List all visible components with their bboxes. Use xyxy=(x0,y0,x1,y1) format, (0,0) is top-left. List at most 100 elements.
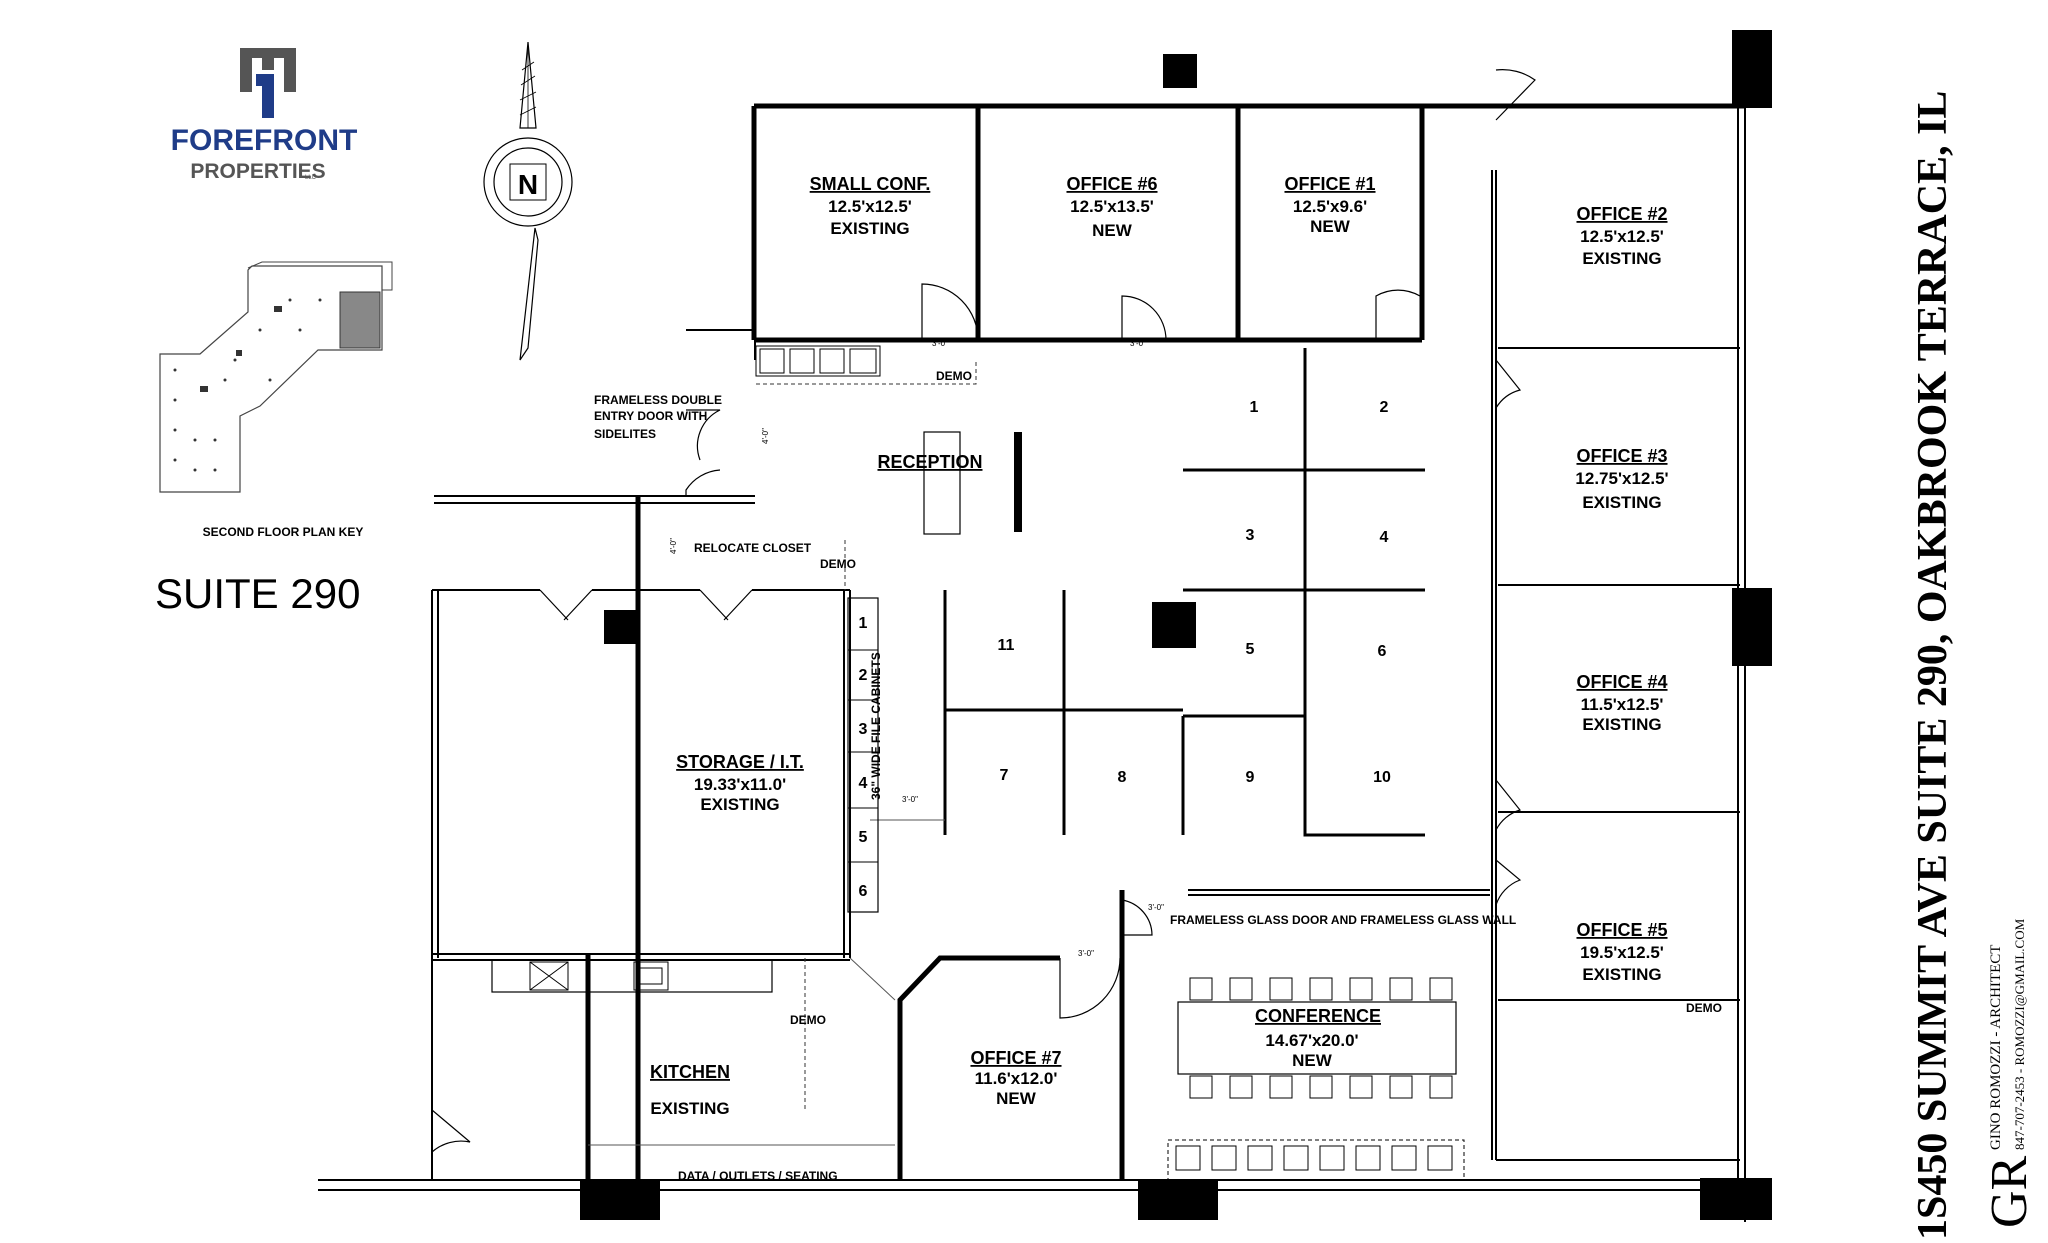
dimension-label: 3'-0" xyxy=(1148,903,1164,912)
demo-note: DEMO xyxy=(790,1013,826,1027)
workstation-number: 8 xyxy=(1118,769,1127,786)
entry-note-line3: SIDELITES xyxy=(594,427,656,441)
room-office-4: OFFICE #4 11.5'x12.5' EXISTING xyxy=(1576,672,1667,734)
room-status: NEW xyxy=(1092,221,1133,240)
workstation-number: 2 xyxy=(1380,399,1389,416)
room-status: EXISTING xyxy=(1582,965,1661,984)
room-name: OFFICE #6 xyxy=(1066,174,1157,194)
project-title: 1S450 SUMMIT AVE SUITE 290, OAKBROOK TER… xyxy=(1910,91,1956,1240)
room-status: NEW xyxy=(1310,217,1351,236)
cabinet-number: 3 xyxy=(859,721,868,738)
room-name: OFFICE #1 xyxy=(1284,174,1375,194)
room-office-1: OFFICE #1 12.5'x9.6' NEW xyxy=(1284,174,1375,236)
architect-name: GINO ROMOZZI - ARCHITECT xyxy=(1988,945,2004,1150)
room-size: 12.5'x13.5' xyxy=(1070,197,1154,216)
room-office-6: OFFICE #6 12.5'x13.5' NEW xyxy=(1066,174,1157,240)
room-size: 19.33'x11.0' xyxy=(694,775,786,794)
column-block xyxy=(1152,602,1196,648)
workstation-partitions xyxy=(870,348,1425,837)
room-name: KITCHEN xyxy=(650,1062,730,1082)
room-size: 12.5'x12.5' xyxy=(1580,227,1664,246)
logo-suffix: LLC xyxy=(305,175,317,181)
room-name: OFFICE #4 xyxy=(1576,672,1667,692)
entry-note-line2: ENTRY DOOR WITH xyxy=(594,409,707,423)
room-size: 11.5'x12.5' xyxy=(1581,695,1664,714)
workstation-number: 10 xyxy=(1373,769,1391,786)
dimension-label: 4'-0" xyxy=(669,538,678,554)
workstation-number: 11 xyxy=(998,637,1015,654)
demo-note: DEMO xyxy=(820,557,856,571)
room-name: STORAGE / I.T. xyxy=(676,752,804,772)
room-kitchen: KITCHEN EXISTING xyxy=(650,1062,730,1118)
room-size: 19.5'x12.5' xyxy=(1580,943,1664,962)
room-size: 12.75'x12.5' xyxy=(1575,469,1668,488)
dimension-label: 3'-0" xyxy=(1130,339,1146,348)
demo-note: DEMO xyxy=(936,369,972,383)
room-office-5: OFFICE #5 19.5'x12.5' EXISTING xyxy=(1576,920,1667,984)
room-small-conf: SMALL CONF. 12.5'x12.5' EXISTING xyxy=(810,174,931,238)
logo-line2: PROPERTIES xyxy=(190,160,325,183)
key-label: SECOND FLOOR PLAN KEY xyxy=(203,525,364,539)
room-reception: RECEPTION xyxy=(877,452,982,472)
building-walls xyxy=(318,30,1772,1222)
dimension-label: 3'-0" xyxy=(1078,949,1094,958)
room-office-3: OFFICE #3 12.75'x12.5' EXISTING xyxy=(1575,446,1668,512)
file-cabinets-note: 36" WIDE FILE CABINETS xyxy=(869,652,883,800)
dimension-label: 3'-0" xyxy=(932,339,948,348)
cabinet-number: 1 xyxy=(859,615,868,632)
file-cabinets: 1 2 3 4 5 6 36" WIDE FILE CABINETS xyxy=(847,597,883,913)
forefront-logo: FOREFRONT PROPERTIES LLC xyxy=(171,48,358,183)
logo-line1: FOREFRONT xyxy=(171,124,358,157)
cabinet-number: 4 xyxy=(859,775,868,792)
workstation-number: 7 xyxy=(1000,767,1009,784)
workstation-number: 4 xyxy=(1380,529,1389,546)
cabinet-number: 2 xyxy=(859,667,868,684)
room-name: CONFERENCE xyxy=(1255,1006,1381,1026)
room-size: 11.6'x12.0' xyxy=(975,1069,1058,1088)
compass-letter: N xyxy=(518,169,538,200)
architect-stamp: GR GINO ROMOZZI - ARCHITECT 847-707-2453… xyxy=(1981,918,2038,1228)
room-size: 12.5'x9.6' xyxy=(1293,197,1367,216)
room-size: 14.67'x20.0' xyxy=(1265,1031,1358,1050)
room-status: EXISTING xyxy=(650,1099,729,1118)
room-status: EXISTING xyxy=(700,795,779,814)
dimension-label: 4'-0" xyxy=(761,428,770,444)
room-name: OFFICE #7 xyxy=(970,1048,1061,1068)
room-storage: STORAGE / I.T. 19.33'x11.0' EXISTING xyxy=(676,752,804,814)
column-block xyxy=(1163,54,1197,88)
architect-contact: 847-707-2453 - ROMOZZI@GMAIL.COM xyxy=(2012,918,2027,1150)
kitchen-counter xyxy=(491,540,846,1110)
suite-label: SUITE 290 xyxy=(155,570,360,617)
room-status: EXISTING xyxy=(1582,249,1661,268)
room-status: NEW xyxy=(1292,1051,1333,1070)
room-size: 12.5'x12.5' xyxy=(828,197,912,216)
workstation-numbers: 1 2 3 4 5 6 7 8 9 10 11 xyxy=(998,399,1391,786)
room-status: EXISTING xyxy=(830,219,909,238)
plan-notes: FRAMELESS DOUBLE ENTRY DOOR WITH SIDELIT… xyxy=(594,339,1722,1183)
conference-table xyxy=(1167,977,1465,1181)
workstation-number: 1 xyxy=(1250,399,1259,416)
north-arrow-icon: N xyxy=(483,41,573,361)
door-swings xyxy=(431,69,1536,1153)
dimension-label: 3'-0" xyxy=(902,795,918,804)
workstation-number: 6 xyxy=(1378,643,1387,660)
room-office-7: OFFICE #7 11.6'x12.0' NEW xyxy=(970,1048,1061,1108)
room-status: EXISTING xyxy=(1582,715,1661,734)
room-status: NEW xyxy=(996,1089,1037,1108)
small-conf-cabinets xyxy=(755,345,977,385)
cabinet-number: 5 xyxy=(859,829,868,846)
room-status: EXISTING xyxy=(1582,493,1661,512)
data-outlets-note: DATA / OUTLETS / SEATING xyxy=(678,1169,838,1183)
room-office-2: OFFICE #2 12.5'x12.5' EXISTING xyxy=(1576,204,1667,268)
architect-initials: GR xyxy=(1981,1155,2038,1228)
relocate-closet-note: RELOCATE CLOSET xyxy=(694,541,812,555)
workstation-number: 3 xyxy=(1246,527,1255,544)
room-name: OFFICE #3 xyxy=(1576,446,1667,466)
glass-wall-note: FRAMELESS GLASS DOOR AND FRAMELESS GLASS… xyxy=(1170,913,1516,927)
workstation-number: 5 xyxy=(1246,641,1255,658)
room-name: SMALL CONF. xyxy=(810,174,931,194)
floor-plan-key: SECOND FLOOR PLAN KEY xyxy=(159,261,393,539)
cabinet-number: 6 xyxy=(859,883,868,900)
workstation-number: 9 xyxy=(1246,769,1255,786)
